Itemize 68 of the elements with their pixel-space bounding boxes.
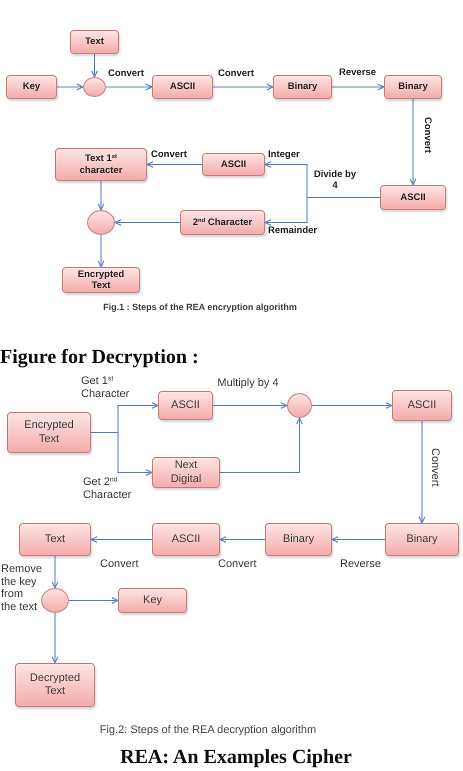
step-label: Binary — [406, 532, 438, 546]
process-box — [152, 523, 220, 556]
arrow — [57, 84, 84, 90]
process-box — [6, 75, 57, 99]
process-box — [158, 391, 213, 420]
junction-circle — [87, 210, 115, 235]
process-box — [265, 523, 332, 556]
arrow — [106, 84, 153, 90]
step-label: Binary — [398, 81, 428, 93]
process-box — [385, 523, 459, 556]
process-box — [7, 412, 91, 453]
process-box — [62, 267, 140, 293]
arrow — [90, 536, 152, 543]
arrow — [69, 597, 119, 604]
process-box — [152, 75, 213, 99]
arrow — [264, 196, 380, 226]
process-box — [202, 153, 265, 176]
step-label: Encrypted Text — [76, 268, 126, 292]
step-label: Next Digital — [170, 459, 202, 486]
process-box — [55, 148, 147, 181]
arrow — [219, 536, 265, 543]
process-box — [19, 523, 91, 556]
arrow — [91, 432, 153, 476]
process-box — [118, 588, 187, 613]
step-label: Key — [22, 81, 40, 93]
edge-label: Integer — [268, 150, 300, 161]
step-label: Text — [44, 532, 66, 546]
step-label: ASCII — [171, 398, 200, 412]
arrow — [331, 536, 385, 543]
arrow — [220, 417, 303, 474]
step-label: Encrypted Text — [23, 419, 75, 446]
step-label: Key — [143, 594, 162, 608]
process-box — [392, 390, 452, 421]
arrow — [52, 613, 58, 664]
junction-circle — [287, 393, 312, 418]
step-label: ASCII — [400, 192, 426, 204]
process-box — [15, 663, 95, 707]
section-heading: Figure for Decryption : — [0, 346, 199, 369]
process-box — [70, 30, 119, 54]
arrow — [418, 421, 426, 524]
step-label: ASCII — [408, 398, 436, 412]
arrow — [410, 99, 416, 186]
arrow — [312, 402, 393, 409]
process-box — [180, 210, 265, 235]
step-label: Decrypted Text — [28, 672, 82, 698]
step-label: ASCII — [172, 532, 200, 546]
arrow — [98, 181, 104, 211]
step-label: Text 1$^{st}$ character — [78, 153, 124, 176]
step-label: Binary — [288, 81, 318, 93]
junction-circle — [41, 588, 69, 613]
arrow — [114, 219, 180, 226]
arrow — [52, 556, 58, 589]
step-label: ASCII — [220, 158, 246, 170]
process-box — [384, 75, 442, 99]
arrow — [213, 402, 288, 409]
arrow — [91, 54, 98, 78]
step-label: Binary — [282, 532, 314, 546]
junction-circle — [83, 77, 106, 97]
process-box — [380, 185, 446, 210]
process-box — [273, 75, 332, 99]
step-label: 2$^{nd}$ Character — [192, 216, 252, 228]
arrow — [146, 161, 202, 168]
step-label: Text — [85, 36, 104, 48]
process-box — [152, 457, 220, 488]
arrow — [213, 84, 274, 90]
arrow — [98, 235, 104, 268]
arrow — [332, 84, 385, 90]
step-label: ASCII — [170, 81, 196, 93]
